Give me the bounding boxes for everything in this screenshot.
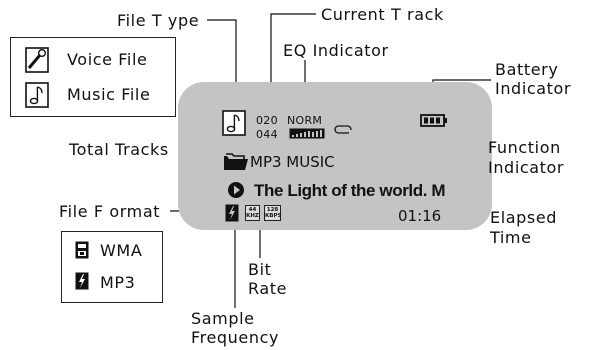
elapsed-label-line1: Elapsed — [490, 208, 558, 227]
sample-frequency-label-line2: Frequency — [191, 328, 280, 347]
total-tracks-label: Total Tracks — [69, 140, 169, 159]
battery-label-line1: Battery — [495, 60, 559, 79]
function-label-line2: Indicator — [488, 158, 565, 177]
current-file-type-music-icon — [222, 110, 246, 136]
music-file-icon — [25, 82, 49, 108]
current-track-label: Current T rack — [321, 5, 444, 24]
eq-level-icon — [289, 128, 325, 139]
wma-format-icon — [75, 241, 89, 259]
sample-rate-value: 44 — [248, 207, 257, 213]
sample-rate-indicator: 44 KHZ — [245, 205, 260, 221]
bit-rate-label-line2: Rate — [248, 279, 288, 298]
function-label-line1: Function — [488, 138, 561, 157]
voice-file-icon — [25, 47, 49, 73]
folder-name: MP3 MUSIC — [250, 153, 335, 171]
elapsed-label-line2: Time — [490, 228, 532, 247]
file-format-label: File F ormat — [59, 202, 161, 221]
file-format-legend: WMA MP3 — [61, 231, 163, 303]
eq-mode-text: NORM — [287, 114, 323, 127]
folder-icon — [223, 151, 249, 171]
bit-rate-value: 128 — [266, 207, 279, 213]
wma-label: WMA — [100, 241, 143, 260]
play-status-icon — [227, 181, 245, 199]
file-type-label: File T ype — [117, 11, 200, 30]
current-track-number: 020 — [256, 114, 278, 127]
file-type-legend: Voice File Music File — [10, 37, 176, 117]
current-format-mp3-icon — [225, 204, 239, 222]
battery-icon — [420, 114, 448, 127]
music-file-label: Music File — [67, 85, 151, 104]
bit-rate-indicator: 128 KBPS — [264, 205, 281, 221]
voice-file-label: Voice File — [67, 50, 148, 69]
elapsed-time-value: 01:16 — [398, 207, 442, 225]
sample-rate-unit: KHZ — [246, 213, 259, 219]
bit-rate-unit: KBPS — [265, 213, 282, 219]
function-repeat-icon — [334, 125, 354, 135]
bit-rate-label-line1: Bit — [248, 260, 272, 279]
mp3-label: MP3 — [100, 273, 136, 292]
battery-label-line2: Indicator — [495, 79, 572, 98]
sample-frequency-label-line1: Sample — [191, 309, 255, 328]
mp3-format-icon — [75, 272, 89, 290]
total-tracks-number: 044 — [256, 128, 278, 141]
song-title: The Light of the world. M — [254, 181, 446, 200]
eq-indicator-label: EQ Indicator — [283, 41, 389, 60]
